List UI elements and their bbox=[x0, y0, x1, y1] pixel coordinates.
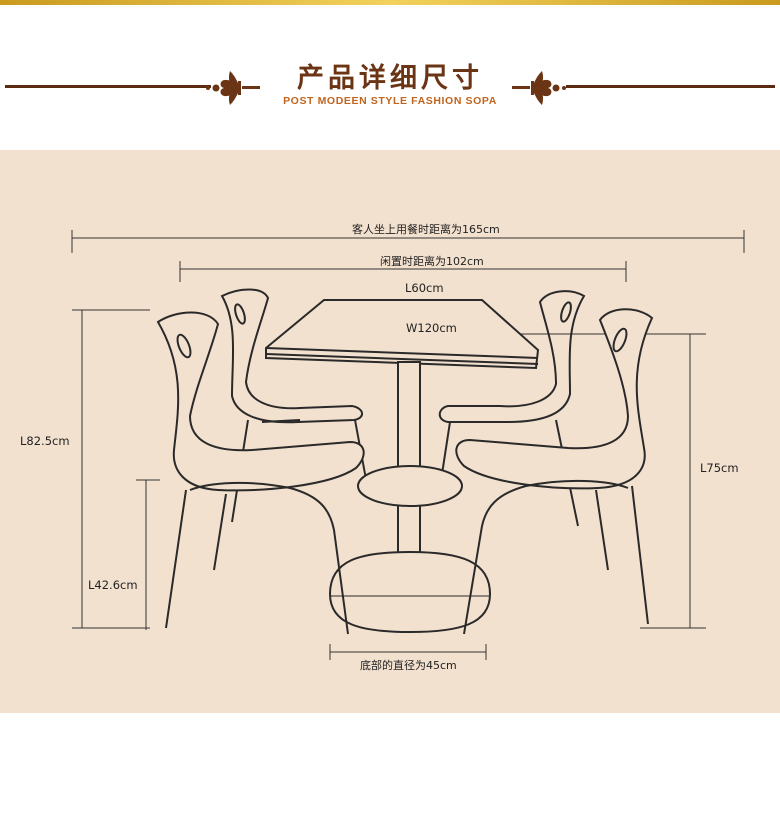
fleur-de-lis-icon bbox=[206, 71, 260, 105]
table-width-label: W120cm bbox=[406, 321, 457, 335]
chair-height-dimension-line bbox=[72, 309, 150, 629]
page-title: 产品详细尺寸 bbox=[297, 63, 483, 94]
idle-distance-dimension-line bbox=[179, 261, 627, 282]
seated-distance-dimension-line bbox=[71, 230, 745, 253]
section-header: 产品详细尺寸 POST MODEEN STYLE FASHION SOPA bbox=[0, 5, 780, 150]
fleur-de-lis-icon bbox=[512, 71, 566, 105]
chair-front-left bbox=[156, 311, 365, 635]
table-length-label: L60cm bbox=[405, 281, 444, 295]
chair-height-label: L82.5cm bbox=[20, 434, 70, 448]
dimension-diagram-panel: 客人坐上用餐时距离为165cm 闲置时距离为102cm L60cm W120cm… bbox=[0, 150, 780, 713]
table-height-label: L75cm bbox=[700, 461, 739, 475]
base-diameter-label: 底部的直径为45cm bbox=[360, 659, 457, 672]
chair-front-right bbox=[455, 308, 654, 635]
chair-back-right bbox=[437, 290, 586, 527]
seat-height-dimension-line bbox=[136, 479, 160, 630]
page-subtitle: POST MODEEN STYLE FASHION SOPA bbox=[283, 95, 497, 107]
top-gold-bar bbox=[0, 0, 780, 5]
header-rule-right bbox=[566, 85, 775, 88]
seated-distance-label: 客人坐上用餐时距离为165cm bbox=[352, 223, 500, 236]
table-chair-drawing bbox=[71, 230, 745, 660]
idle-distance-label: 闲置时距离为102cm bbox=[380, 255, 484, 268]
table-base bbox=[328, 465, 492, 634]
header-rule-left bbox=[5, 85, 211, 88]
seat-height-label: L42.6cm bbox=[88, 578, 138, 592]
table-top bbox=[265, 299, 540, 370]
base-diameter-dimension-line bbox=[329, 644, 487, 660]
